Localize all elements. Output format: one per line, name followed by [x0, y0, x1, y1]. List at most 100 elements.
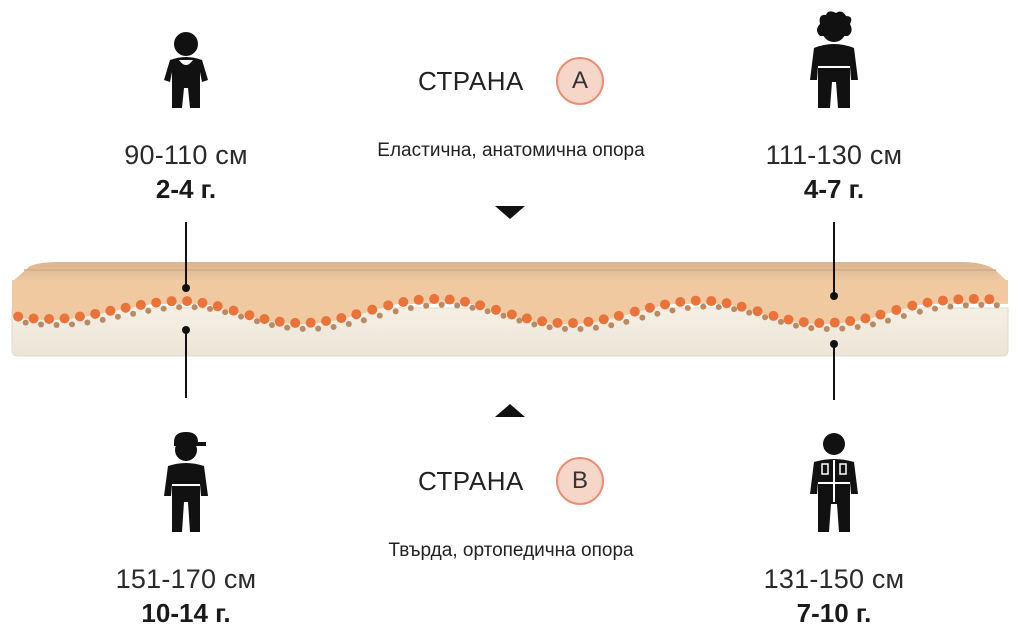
foam-bump: [629, 306, 640, 317]
foam-gap: [531, 321, 538, 328]
foam-gap: [854, 324, 861, 331]
foam-bump: [367, 304, 378, 315]
foam-bump: [212, 301, 223, 312]
foam-gap: [731, 306, 738, 313]
foam-gap: [454, 302, 461, 309]
foam-bump: [274, 316, 285, 327]
foam-bump: [459, 296, 470, 307]
foam-gap: [376, 312, 383, 319]
foam-bump: [244, 310, 255, 321]
foam-bump: [228, 305, 239, 316]
foam-gap: [592, 324, 599, 331]
foam-gap: [839, 325, 846, 332]
foam-bump: [13, 311, 24, 322]
foam-bump: [968, 293, 979, 304]
leader-line-bottom-right: [833, 344, 835, 400]
foam-gap: [916, 308, 923, 315]
foam-gap: [253, 318, 260, 325]
foam-bump: [953, 294, 964, 305]
foam-bump: [351, 309, 362, 320]
foam-gap: [315, 325, 322, 332]
height-range-bottom-left: 151-170 см: [115, 564, 257, 594]
height-range-top-right: 111-130 см: [765, 140, 903, 170]
foam-gap: [423, 302, 430, 309]
foam-bump: [259, 314, 270, 325]
foam-bump: [829, 317, 840, 328]
foam-bump: [290, 317, 301, 328]
foam-bump: [891, 304, 902, 315]
foam-gap: [808, 325, 815, 332]
foam-gap: [869, 321, 876, 328]
side-b-title: СТРАНА: [418, 466, 524, 496]
foam-gap: [700, 303, 707, 310]
foam-gap: [516, 317, 523, 324]
foam-gap: [130, 310, 137, 317]
age-range-top-left: 2-4 г.: [155, 174, 217, 204]
foam-gap: [947, 303, 954, 310]
marker-dot-top-right: [830, 292, 838, 300]
child-jacket-icon: [808, 430, 860, 534]
side-a-badge: A: [556, 57, 604, 105]
foam-gap: [639, 314, 646, 321]
foam-bump: [429, 293, 440, 304]
toddler-icon: [160, 30, 212, 110]
foam-bump: [444, 294, 455, 305]
foam-gap: [469, 304, 476, 311]
foam-bump: [875, 309, 886, 320]
arrow-down-icon: [495, 206, 525, 219]
foam-gap: [762, 314, 769, 321]
arrow-up-icon: [495, 404, 525, 417]
foam-gap: [345, 321, 352, 328]
foam-bump: [135, 299, 146, 310]
foam-bump: [937, 295, 948, 306]
foam-bump: [521, 313, 532, 324]
foam-bump: [660, 299, 671, 310]
foam-bump: [182, 296, 193, 307]
foam-gap: [238, 313, 245, 320]
foam-gap: [777, 318, 784, 325]
foam-bump: [506, 309, 517, 320]
foam-gap: [623, 318, 630, 325]
foam-gap: [176, 304, 183, 311]
foam-bump: [845, 316, 856, 327]
foam-bump: [398, 297, 409, 308]
foam-gap: [546, 324, 553, 331]
foam-bump: [783, 314, 794, 325]
foam-bump: [537, 316, 548, 327]
foam-gap: [793, 322, 800, 329]
foam-gap: [746, 309, 753, 316]
foam-bump: [598, 314, 609, 325]
foam-gap: [654, 310, 661, 317]
foam-bump: [151, 297, 162, 308]
foam-gap: [392, 308, 399, 315]
foam-bump: [736, 301, 747, 312]
height-range-bottom-right: 131-150 см: [763, 564, 905, 594]
foam-gap: [84, 319, 91, 326]
foam-bump: [768, 310, 779, 321]
foam-gap: [206, 305, 213, 312]
foam-bump: [28, 313, 39, 324]
foam-bump: [197, 297, 208, 308]
foam-bump: [984, 294, 995, 305]
foam-gap: [684, 304, 691, 311]
foam-bump: [413, 294, 424, 305]
height-range-top-left: 90-110 см: [124, 140, 248, 170]
foam-bump: [490, 304, 501, 315]
foam-bump: [922, 297, 933, 308]
side-a-description: Еластична, анатомична опора: [377, 140, 645, 161]
leader-line-top-right: [833, 222, 835, 296]
foam-bump: [721, 298, 732, 309]
foam-bump: [74, 311, 85, 322]
age-range-bottom-left: 10-14 г.: [141, 598, 231, 628]
foam-bump: [798, 317, 809, 328]
foam-gap: [577, 326, 584, 333]
teen-cap-icon: [162, 430, 214, 534]
foam-gap: [962, 302, 969, 309]
foam-gap: [69, 321, 76, 328]
age-range-bottom-right: 7-10 г.: [796, 598, 872, 628]
foam-gap: [932, 305, 939, 312]
foam-bump: [706, 296, 717, 307]
foam-bump: [59, 313, 70, 324]
foam-gap: [900, 312, 907, 319]
side-b-description: Твърда, ортопедична опора: [388, 540, 634, 561]
